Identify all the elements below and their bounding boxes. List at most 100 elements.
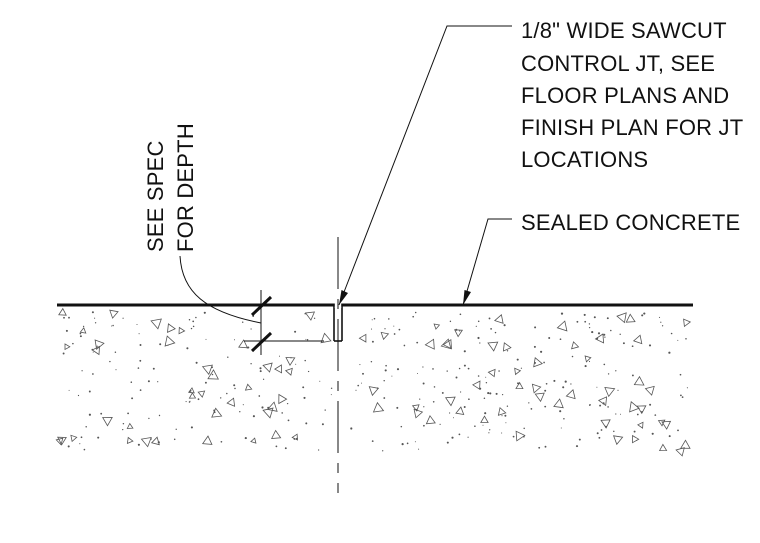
aggregate-triangle — [368, 386, 380, 397]
aggregate-dot — [488, 317, 491, 320]
aggregate-dot — [293, 438, 296, 440]
aggregate-dot — [607, 373, 610, 375]
aggregate-triangle — [657, 419, 666, 427]
aggregate-triangle — [211, 407, 223, 418]
aggregate-dot — [114, 351, 117, 354]
aggregate-triangle — [58, 307, 67, 316]
aggregate-dot — [446, 441, 449, 444]
aggregate-dot — [284, 447, 287, 450]
aggregate-dot — [495, 392, 498, 395]
aggregate-dot — [67, 445, 70, 448]
aggregate-dot — [190, 426, 193, 429]
aggregate-dot — [357, 384, 360, 387]
aggregate-dot — [679, 373, 682, 376]
aggregate-dot — [383, 397, 386, 399]
aggregate-dot — [613, 430, 615, 433]
aggregate-triangle — [594, 333, 605, 344]
aggregate-dot — [213, 411, 216, 414]
aggregate-triangle — [680, 439, 691, 449]
aggregate-dot — [295, 363, 297, 365]
depth-leader — [179, 255, 262, 324]
aggregate-dot — [423, 424, 425, 427]
aggregate-dot — [460, 391, 462, 393]
aggregate-dot — [250, 363, 252, 365]
aggregate-dot — [136, 323, 138, 326]
aggregate-triangle — [164, 335, 176, 347]
aggregate-dot — [631, 345, 634, 348]
aggregate-dot — [596, 386, 598, 388]
aggregate-dot — [520, 367, 523, 369]
aggregate-dot — [432, 401, 435, 403]
aggregate-triangle — [94, 339, 105, 351]
aggregate-dot — [195, 316, 197, 319]
aggregate-triangle — [425, 415, 436, 425]
aggregate-dot — [441, 391, 444, 394]
aggregate-dot — [599, 404, 602, 407]
aggregate-dot — [660, 321, 662, 323]
aggregate-dot — [485, 382, 488, 384]
aggregate-dot — [553, 379, 556, 382]
aggregate-dot — [304, 312, 306, 315]
aggregate-dot — [685, 338, 687, 340]
aggregate-dot — [583, 313, 586, 316]
aggregate-dot — [175, 428, 177, 430]
aggregate-dot — [452, 417, 455, 419]
aggregate-dot — [588, 360, 591, 363]
aggregate-triangle — [304, 311, 316, 321]
aggregate-dot — [528, 402, 530, 404]
aggregate-dot — [418, 448, 420, 450]
aggregate-triangle — [271, 429, 282, 439]
aggregate-dot — [615, 370, 617, 372]
aggregate-dot — [137, 443, 140, 446]
aggregate-dot — [148, 417, 150, 420]
aggregate-dot — [641, 314, 644, 317]
aggregate-dot — [304, 359, 306, 362]
aggregate-dot — [220, 440, 223, 443]
aggregate-dot — [195, 361, 198, 364]
aggregate-dot — [559, 338, 562, 341]
aggregate-triangle — [411, 404, 420, 412]
aggregate-dot — [259, 367, 262, 370]
aggregate-triangle — [140, 436, 152, 448]
aggregate-dot — [77, 394, 80, 397]
aggregate-dot — [483, 397, 486, 399]
aggregate-triangle — [188, 392, 197, 399]
aggregate-dot — [591, 331, 594, 334]
aggregate-dot — [604, 336, 606, 338]
aggregate-triangle — [207, 369, 219, 380]
aggregate-triangle — [514, 367, 522, 376]
aggregate-triangle — [413, 408, 424, 419]
aggregate-triangle — [625, 313, 636, 323]
sawcut-note-line: FINISH PLAN FOR JT — [521, 115, 743, 140]
aggregate-triangle — [201, 364, 213, 376]
aggregate-dot — [620, 413, 621, 415]
aggregate-dot — [670, 332, 673, 335]
aggregate-triangle — [612, 435, 624, 446]
aggregate-dot — [391, 375, 393, 377]
aggregate-dot — [576, 320, 579, 323]
aggregate-triangle — [178, 326, 186, 335]
aggregate-dot — [680, 394, 682, 397]
aggregate-dot — [593, 316, 596, 319]
aggregate-dot — [290, 357, 292, 359]
aggregate-dot — [185, 401, 187, 403]
aggregate-dot — [376, 387, 379, 389]
aggregate-dot — [360, 382, 363, 384]
aggregate-dot — [307, 370, 310, 373]
aggregate-dot — [189, 389, 192, 392]
aggregate-dot — [489, 392, 492, 395]
depth-dimension — [244, 290, 324, 355]
aggregate-dot — [432, 368, 434, 370]
aggregate-triangle — [494, 314, 504, 324]
aggregate-dot — [414, 441, 416, 443]
aggregate-dot — [384, 328, 386, 330]
aggregate-dot — [302, 386, 305, 389]
aggregate-dot — [571, 355, 574, 358]
aggregate-dot — [167, 344, 169, 346]
aggregate-dot — [449, 320, 452, 323]
aggregate-dot — [388, 318, 390, 320]
aggregate-dot — [588, 326, 591, 329]
aggregate-dot — [451, 436, 454, 439]
aggregate-dot — [382, 450, 384, 452]
aggregate-dot — [131, 397, 134, 400]
